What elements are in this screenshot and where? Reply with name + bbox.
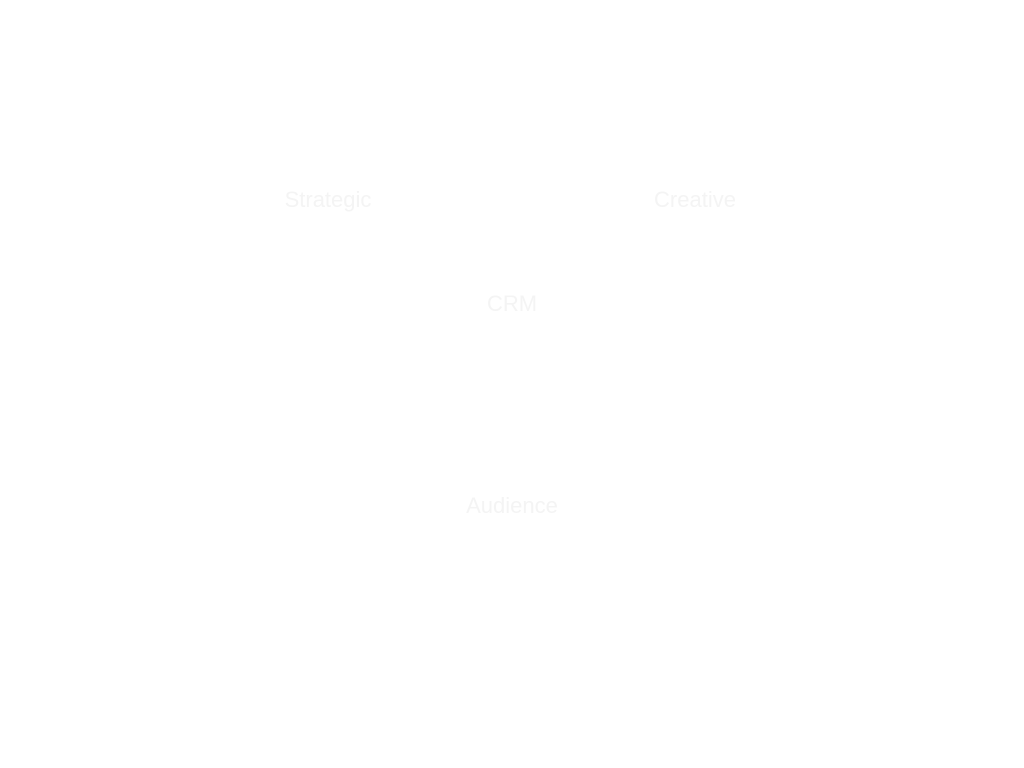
node-label-creative: Creative xyxy=(654,187,736,212)
node-label-crm: CRM xyxy=(486,291,538,316)
node-label-strategic: Strategic xyxy=(284,187,372,212)
node-label-audience: Audience xyxy=(466,493,558,518)
